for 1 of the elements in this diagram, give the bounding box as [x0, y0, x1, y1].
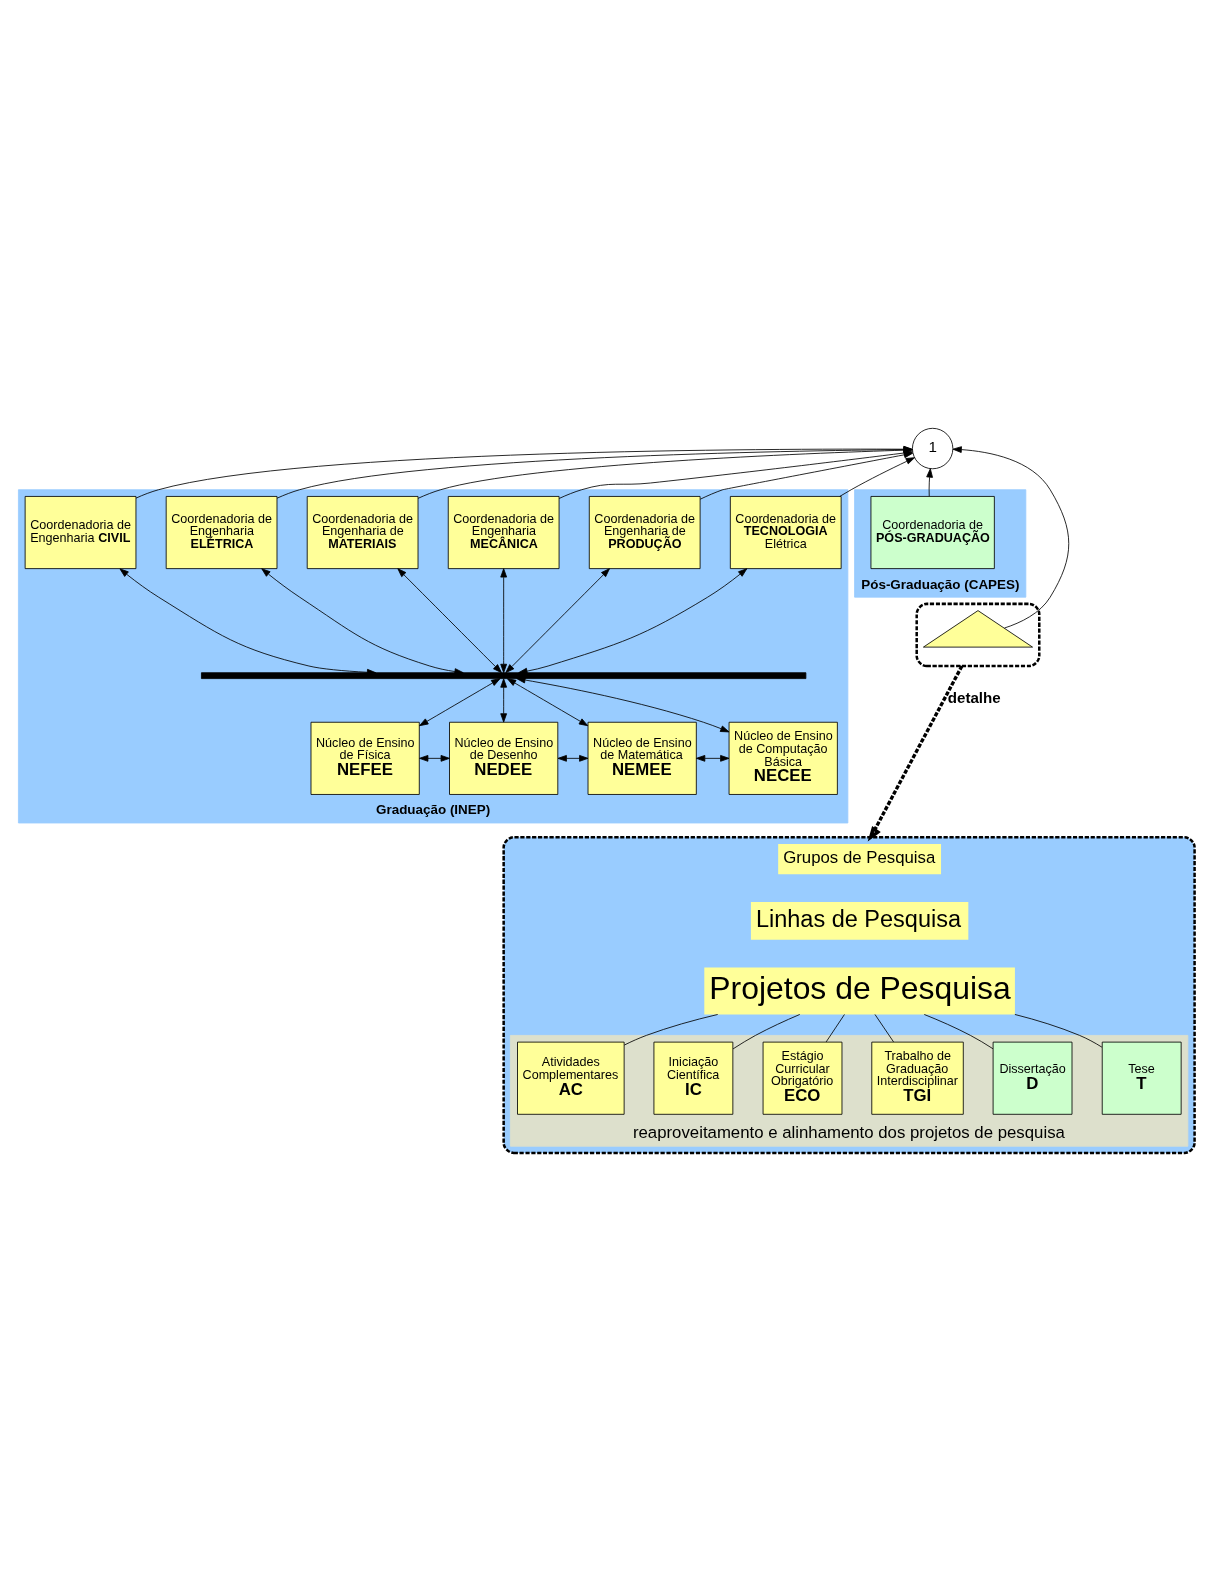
- edge-label: detalhe: [947, 688, 1001, 706]
